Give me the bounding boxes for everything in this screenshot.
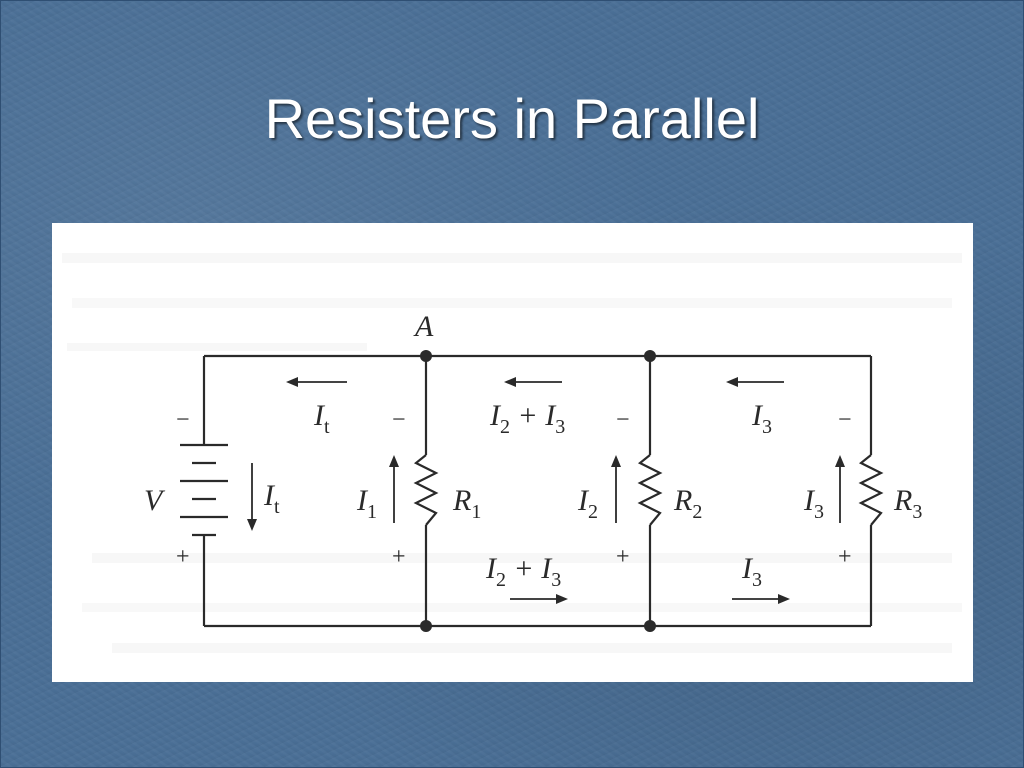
resistor-r3-label: R3	[893, 484, 922, 523]
battery-plus-sign: +	[176, 544, 190, 570]
r3-minus-sign: −	[838, 407, 852, 433]
current-arrows	[247, 377, 845, 604]
node-a-label: A	[413, 310, 434, 343]
resistor-r1	[413, 454, 439, 526]
resistor-r1-label: R1	[452, 484, 481, 523]
branch2-current-label: I2	[577, 484, 598, 523]
battery-minus-sign: −	[176, 407, 190, 433]
battery-symbol	[180, 443, 228, 537]
top-right-current-label: I3	[751, 399, 772, 438]
resistor-r2-label: R2	[673, 484, 702, 523]
branch3-current-label: I3	[803, 484, 824, 523]
bottom-mid-current-label: I2 + I3	[485, 552, 561, 591]
junction-dots	[420, 350, 656, 632]
junction-a-top	[420, 350, 432, 362]
r1-minus-sign: −	[392, 407, 406, 433]
source-voltage-label: V	[144, 484, 166, 517]
total-current-battery-label: It	[263, 479, 280, 518]
branch1-current-label: I1	[356, 484, 377, 523]
top-mid-current-label: I2 + I3	[489, 399, 565, 438]
junction-2-top	[644, 350, 656, 362]
bottom-right-current-label: I3	[741, 552, 762, 591]
polarity-signs: − + − + − + − +	[176, 407, 852, 570]
circuit-wires	[202, 354, 873, 628]
total-current-top-label: It	[313, 399, 330, 438]
slide-title: Resisters in Parallel	[264, 87, 760, 150]
bleed-through-texture	[62, 253, 962, 653]
junction-2-bottom	[644, 620, 656, 632]
r1-plus-sign: +	[392, 544, 406, 570]
resistor-r3	[858, 454, 884, 526]
circuit-panel: A V It It I1 R1 I2 + I3 I2 + I3 I2 R2 I3…	[52, 223, 973, 682]
r2-plus-sign: +	[616, 544, 630, 570]
circuit-diagram: A V It It I1 R1 I2 + I3 I2 + I3 I2 R2 I3…	[62, 253, 962, 653]
resistor-r2	[637, 454, 663, 526]
r3-plus-sign: +	[838, 544, 852, 570]
r2-minus-sign: −	[616, 407, 630, 433]
junction-a-bottom	[420, 620, 432, 632]
